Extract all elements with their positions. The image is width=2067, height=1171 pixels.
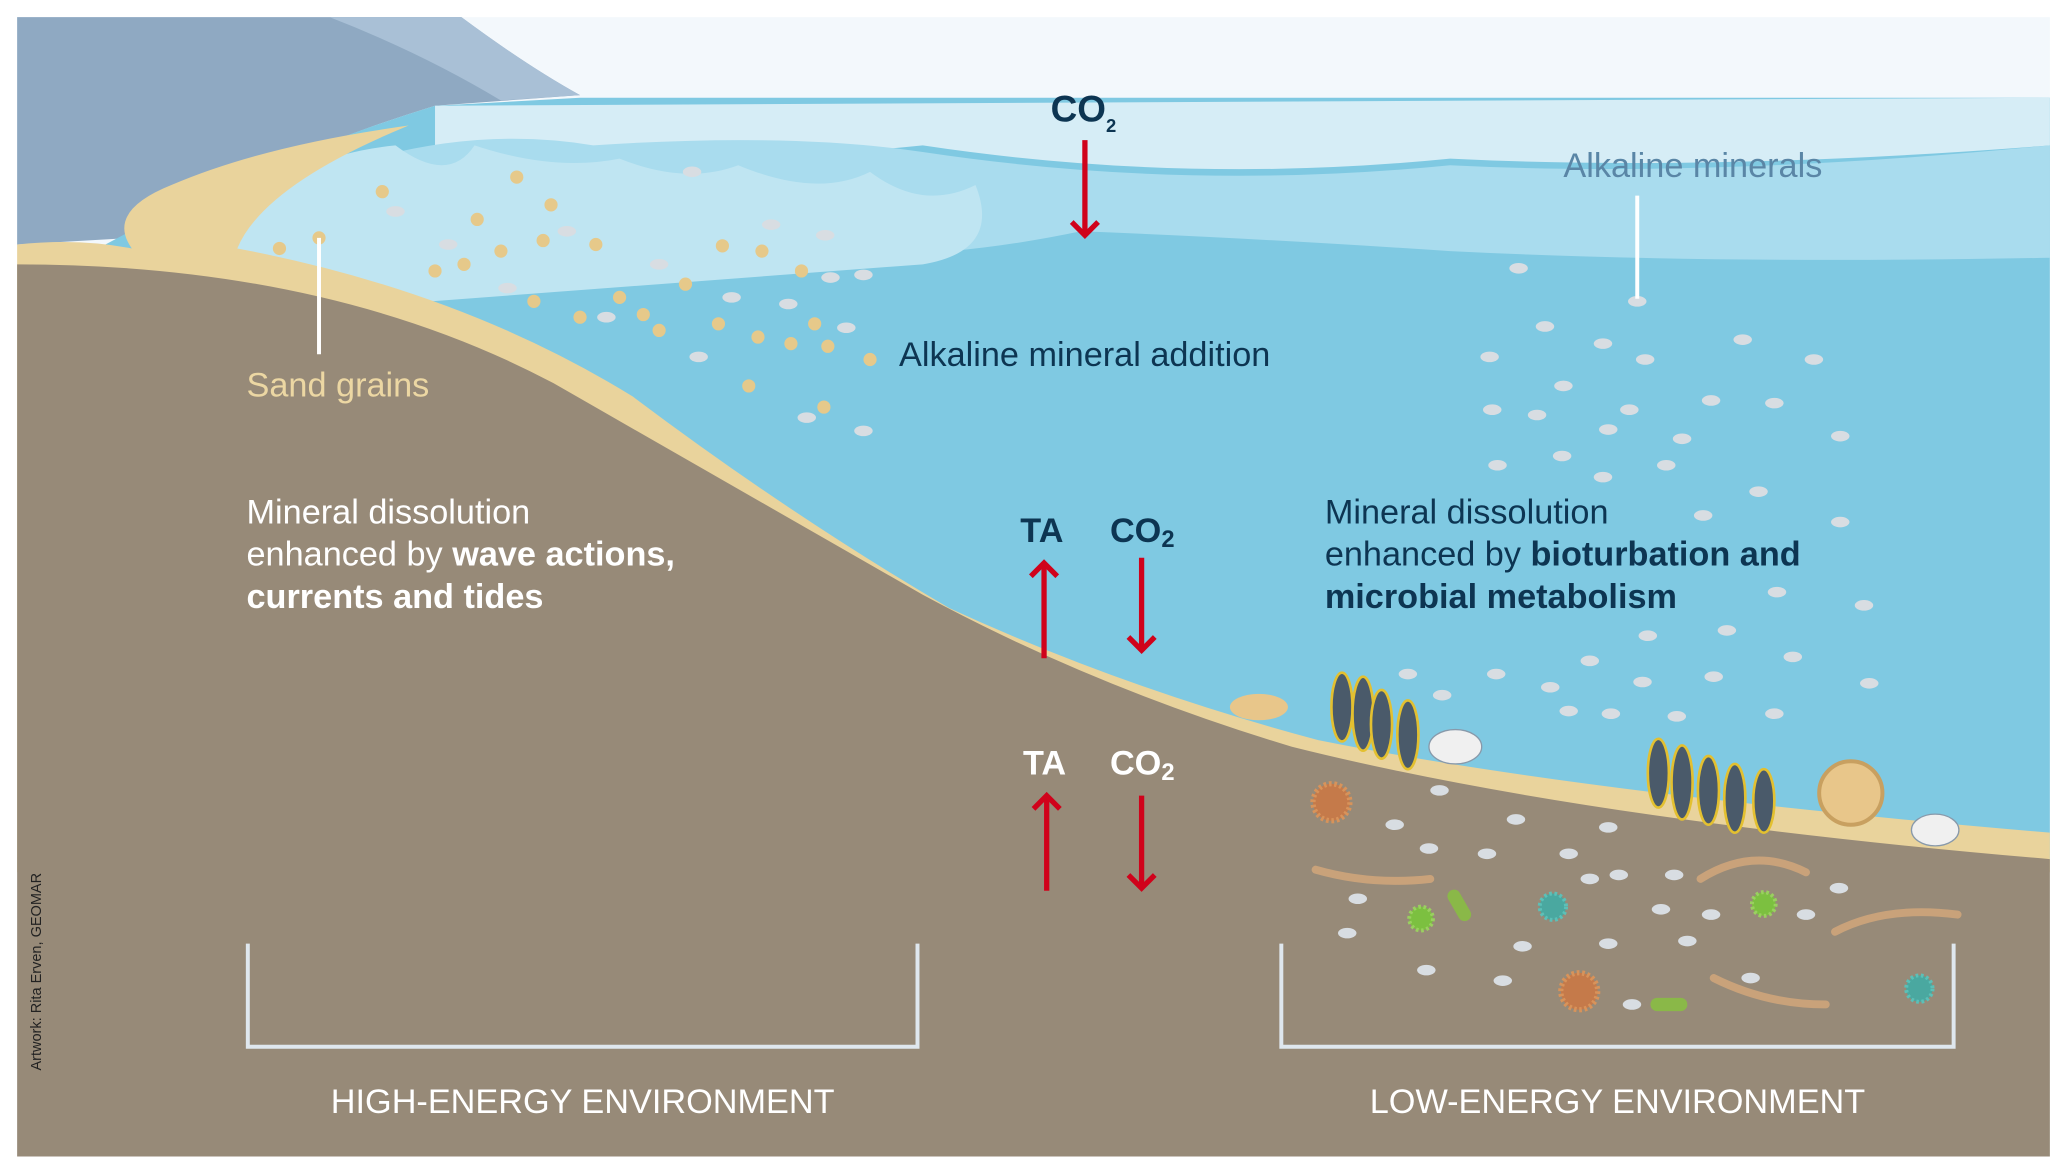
- mountain-highlight: [329, 17, 581, 101]
- co2-atmosphere-label: CO2: [1051, 89, 1117, 137]
- high-energy-bracket: [245, 943, 920, 1049]
- wave-crests: [210, 145, 983, 304]
- artwork-credit: Artwork: Rita Erven, GEOMAR: [29, 873, 45, 1071]
- wave-band-light: [435, 97, 2050, 199]
- low-energy-bracket: [1279, 943, 1956, 1049]
- clam-shell-icon: [1910, 813, 1960, 847]
- high-energy-environment-label: HIGH-ENERGY ENVIRONMENT: [331, 1083, 835, 1121]
- worms: [1311, 856, 1962, 1009]
- sand-grain-particles: [272, 170, 877, 414]
- high-energy-description: Mineral dissolution enhanced by wave act…: [247, 493, 685, 616]
- mussel-cluster-right: [1646, 737, 1776, 834]
- alkaline-mineral-particles: [386, 166, 1879, 1010]
- clam-shell-icon: [1428, 728, 1483, 765]
- ta-sediment-label: TA: [1023, 744, 1066, 782]
- snail-shell-icon: [1817, 759, 1885, 827]
- mussel-cluster-left: [1330, 671, 1420, 771]
- co2-sediment-label: CO2: [1110, 744, 1175, 785]
- low-energy-environment-label: LOW-ENERGY ENVIRONMENT: [1370, 1083, 1866, 1121]
- sand-grains-label: Sand grains: [247, 366, 430, 404]
- alkaline-minerals-label: Alkaline minerals: [1563, 147, 1822, 185]
- seafloor-sediment: [17, 264, 2050, 1157]
- flux-arrows: [1028, 140, 1157, 892]
- low-energy-description: Mineral dissolution enhanced by bioturba…: [1325, 493, 1810, 616]
- coastal-mountain: [17, 17, 581, 245]
- snail-shell-icon: [1229, 693, 1288, 721]
- co2-water-label: CO2: [1110, 512, 1175, 553]
- ta-water-label: TA: [1020, 512, 1063, 550]
- sea-urchins: [1310, 781, 1935, 1013]
- alkaline-mineral-addition-label: Alkaline mineral addition: [899, 336, 1270, 374]
